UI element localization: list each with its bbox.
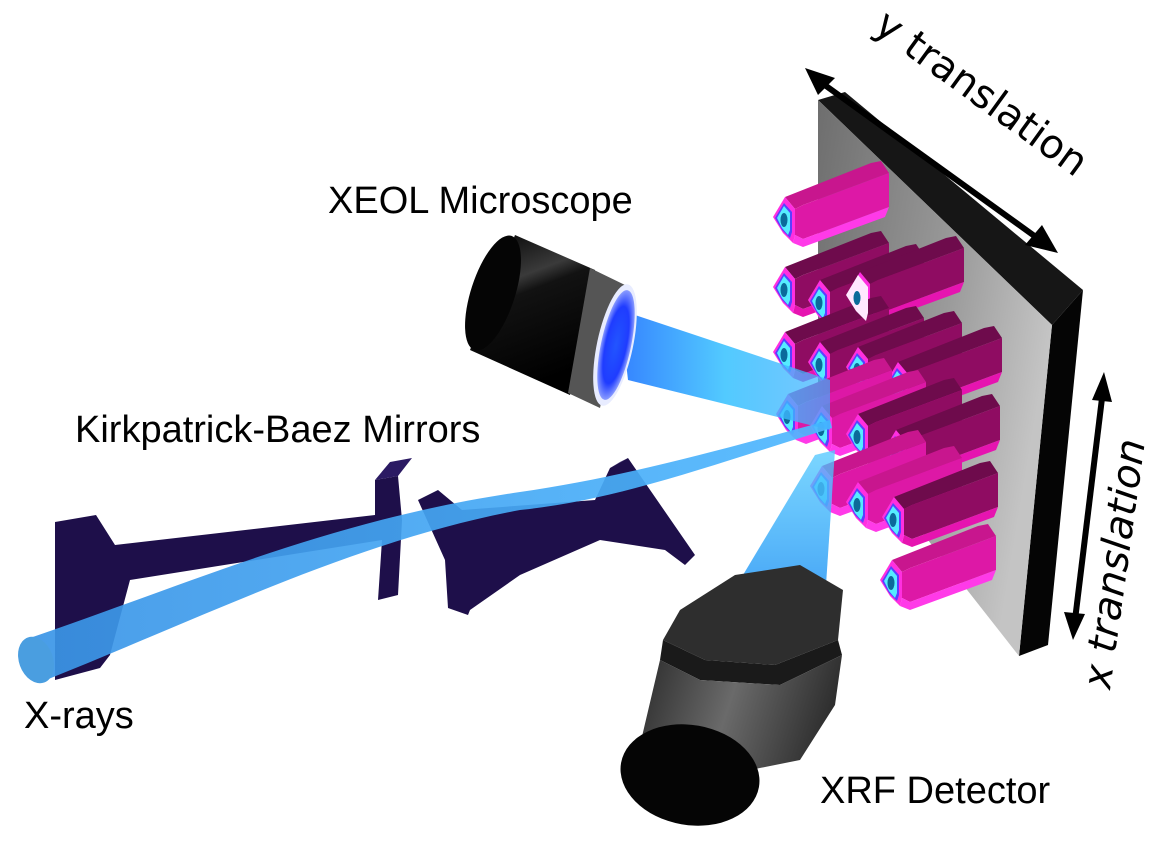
x-arrow-head-up [1092,372,1112,402]
label-xrf-detector: XRF Detector [820,770,1051,812]
x-arrow-head-down [1064,612,1085,640]
detector-front-face [620,724,760,826]
y-translation-arrow [805,68,1058,253]
plate-top-edge [818,92,1083,325]
nanowire-core [853,291,861,305]
xeol-cone [620,310,830,430]
y-arrow-head-down [1025,225,1058,253]
label-kb-mirrors: Kirkpatrick-Baez Mirrors [75,409,480,451]
microscope-back [465,235,521,351]
detector-groove [660,640,842,685]
y-arrow-shaft [813,75,1042,243]
plate-side-edge [1019,290,1083,656]
y-arrow-head-up [805,68,835,95]
xray-beam [18,420,832,684]
xrf-cone [740,450,835,600]
detector-cap [663,565,843,665]
kb-mirror-1 [55,476,402,680]
label-xeol-microscope: XEOL Microscope [328,180,633,222]
kb-mirror-2 [418,458,695,615]
label-x-translation: x translation [1074,436,1155,693]
xray-beam-path [24,420,832,680]
x-translation-arrow [1064,372,1112,640]
xrf-detector [620,450,843,826]
microscope-lens [597,290,635,400]
x-arrow-shaft [1072,389,1106,621]
label-xrays: X-rays [24,695,134,737]
nanowire-array [773,161,1002,610]
xray-beam-source-end [18,636,54,684]
xeol-microscope [465,235,830,430]
kb-mirrors [55,452,695,680]
kb-mirror-1-top [375,458,412,480]
